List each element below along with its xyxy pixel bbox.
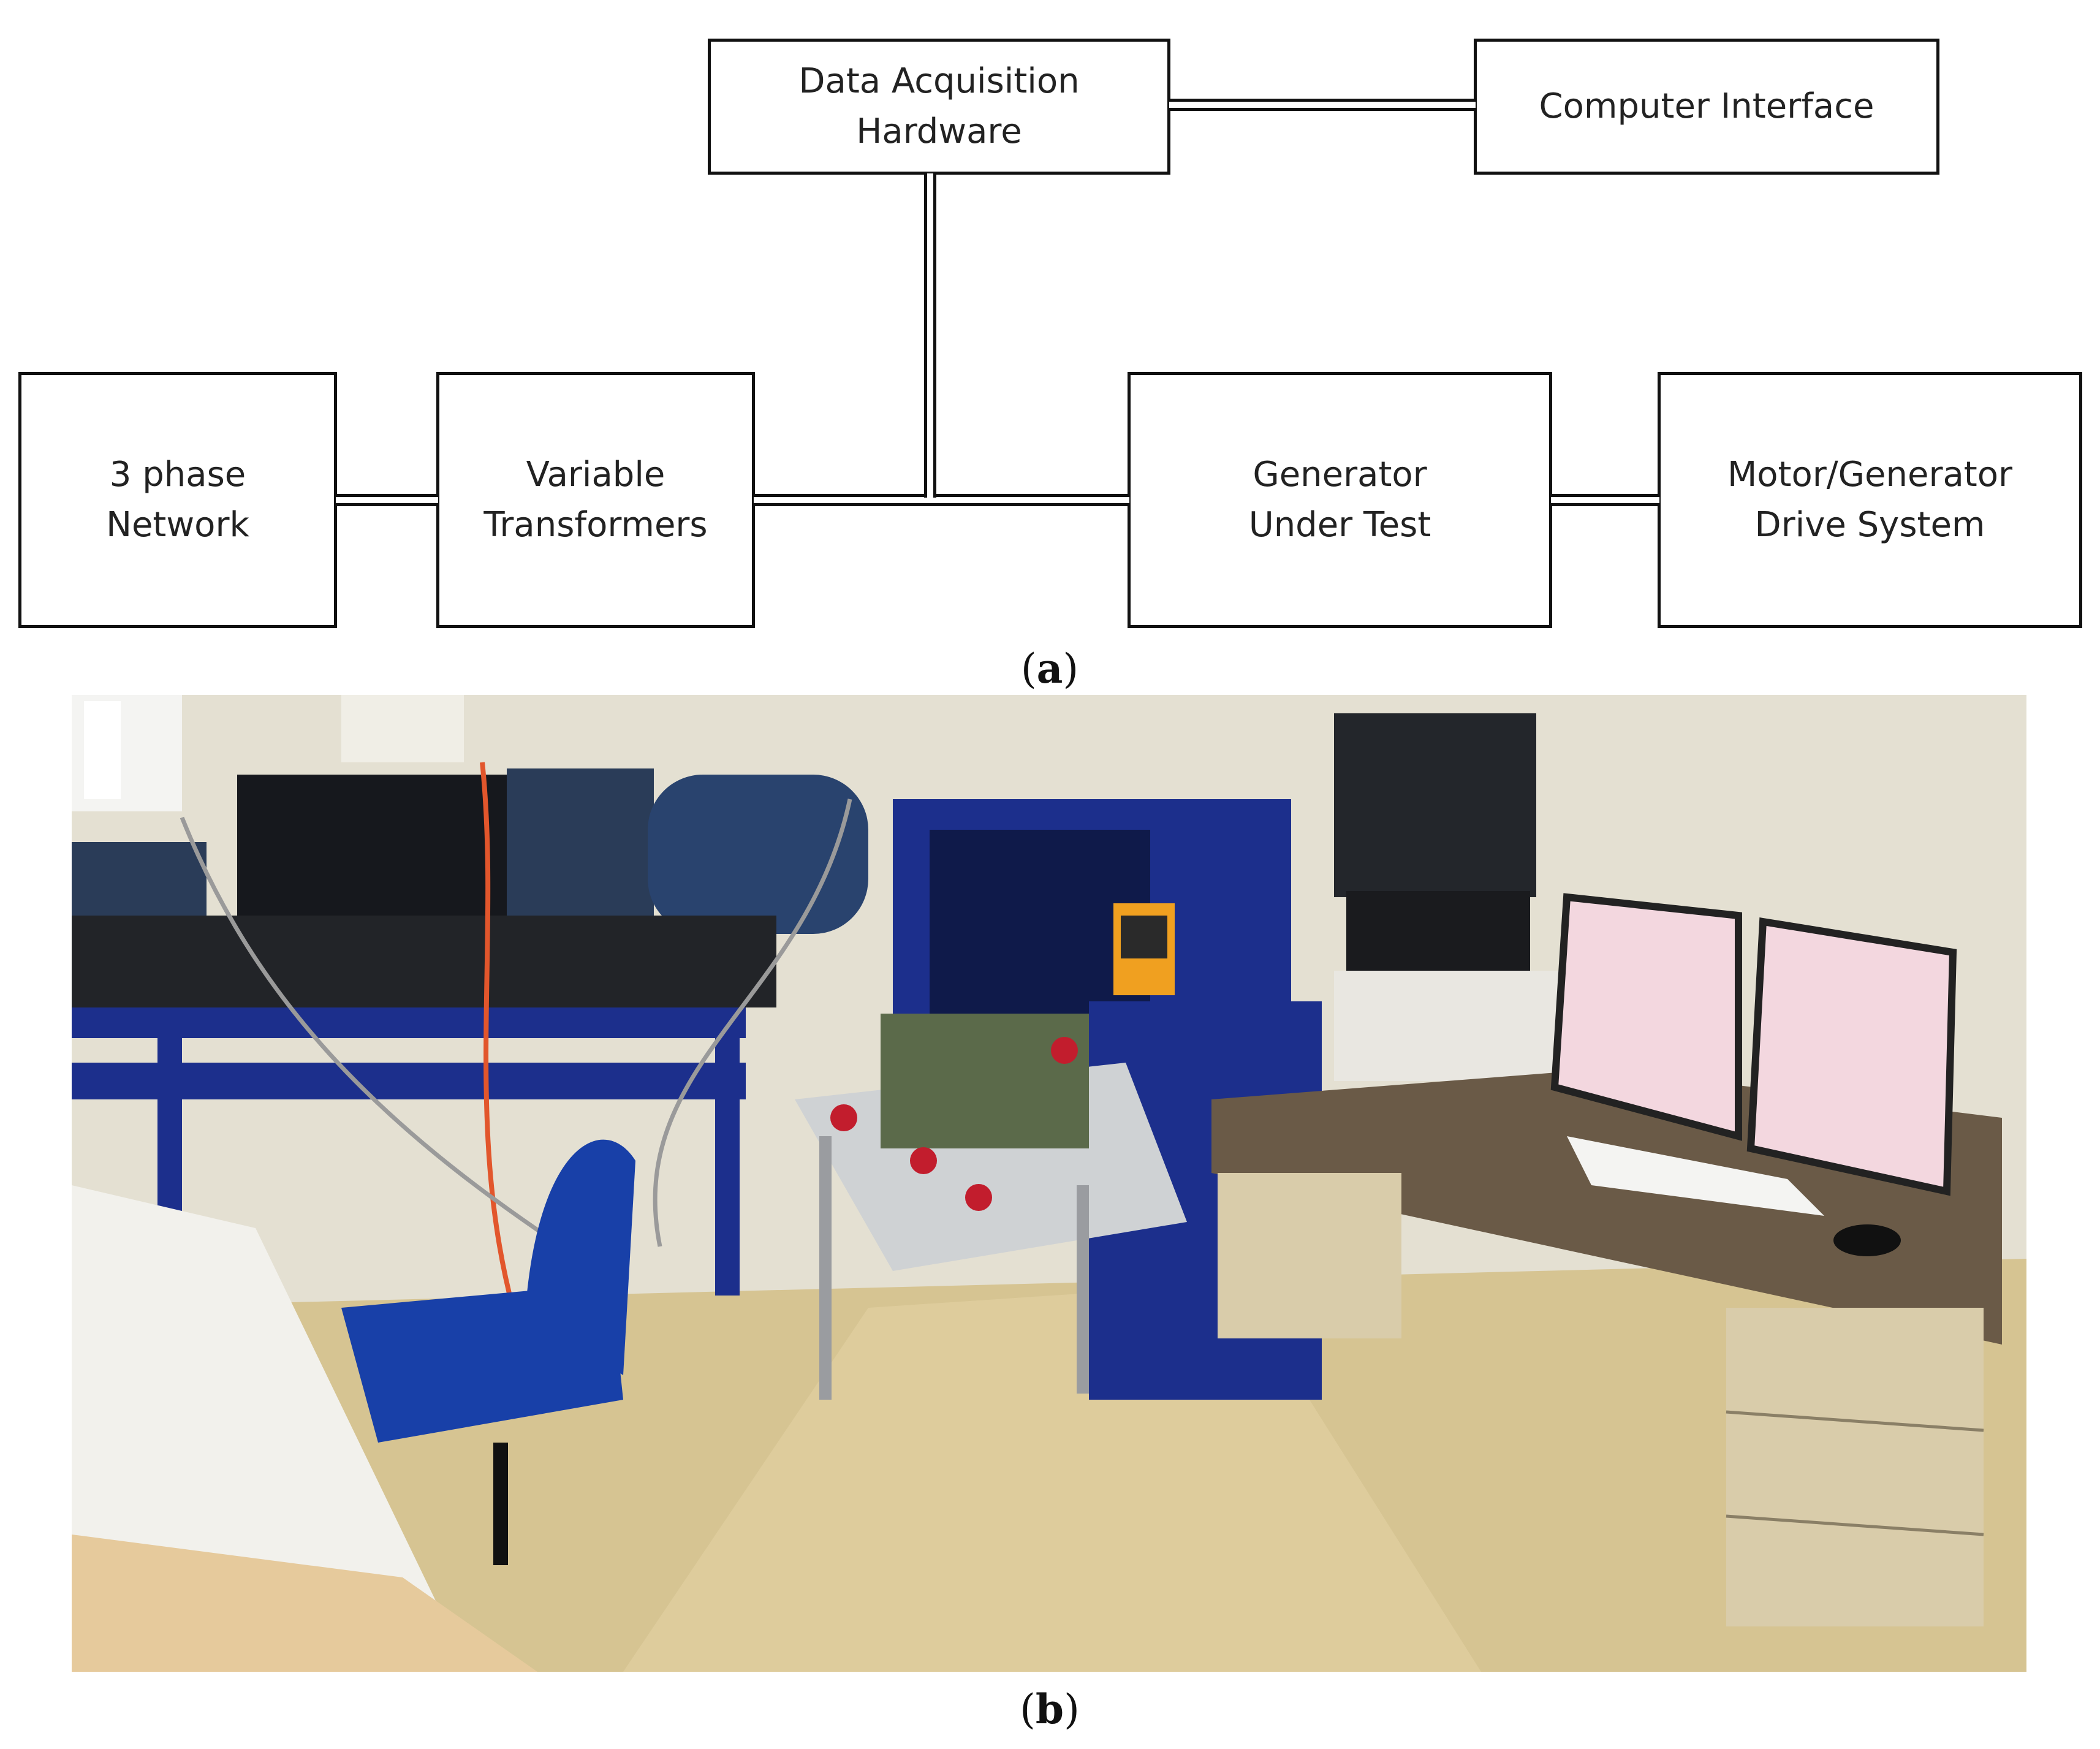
computer-interface-block: Computer Interface (1474, 39, 1939, 175)
daq-chassis (1334, 971, 1561, 1081)
generator-under-test-label: Generator Under Test (1248, 455, 1431, 545)
caption-a-letter: a (1036, 645, 1063, 692)
daq-case (1346, 891, 1530, 971)
red-clamp-3 (965, 1184, 992, 1211)
red-clamp-1 (830, 1104, 857, 1131)
caption-a: (a) (1020, 645, 1079, 692)
drawer-divider-2 (1726, 1514, 1984, 1536)
motor-generator-drive-system-block: Motor/Generator Drive System (1658, 372, 2082, 628)
blue-frame-rail (72, 1063, 746, 1099)
lab-setup-photo-drawing (72, 695, 2026, 1672)
connector-transformers-generator (754, 494, 1129, 506)
drive-motor (72, 842, 207, 922)
monitor-left-bezel (1550, 893, 1742, 1141)
data-acquisition-hardware-label: Data Acquisition Hardware (798, 61, 1080, 151)
mouse (1833, 1224, 1901, 1256)
chair-seat (341, 1283, 623, 1443)
grey-cable-1 (180, 816, 563, 1248)
motor-body (507, 768, 654, 928)
bench-base (72, 916, 776, 1007)
grey-cable-2 (653, 799, 852, 1247)
shelf (341, 695, 464, 762)
desk-drawer (1218, 1173, 1401, 1338)
breaker-panel (881, 1014, 1089, 1148)
wooden-desk-corner (72, 1535, 537, 1672)
connector-generator-drive (1551, 494, 1659, 506)
red-clamp-2 (910, 1147, 937, 1174)
frame-leg-right (715, 1014, 740, 1296)
motor-generator-drive-system-label: Motor/Generator Drive System (1727, 455, 2013, 545)
data-acquisition-hardware-block: Data Acquisition Hardware (708, 39, 1170, 175)
computer-interface-label: Computer Interface (1539, 86, 1874, 126)
three-phase-network-label: 3 phase Network (106, 455, 249, 545)
red-clamp-4 (1051, 1037, 1078, 1064)
connector-daq-bus (924, 173, 936, 498)
window-pane (84, 701, 121, 799)
monitor-right-bezel (1746, 917, 1957, 1196)
monitor-right (1751, 922, 1953, 1191)
table-leg-2 (1077, 1185, 1089, 1394)
lab-setup-photo (72, 695, 2026, 1672)
daq-case-lid (1334, 713, 1536, 897)
connector-daq-computer (1169, 99, 1476, 111)
caption-b: (b) (1020, 1685, 1080, 1733)
desk-drawer-stack (1726, 1308, 1984, 1626)
orange-cable (480, 762, 515, 1309)
motor-cylinder (648, 775, 868, 934)
multimeter-screen (1121, 916, 1167, 958)
keyboard (1567, 1136, 1824, 1216)
drawer-divider-1 (1726, 1410, 1984, 1432)
monitor-left (1555, 897, 1738, 1136)
table-leg-1 (819, 1136, 832, 1400)
variable-transformers-label: Variable Transformers (483, 455, 708, 545)
variable-transformers-block: Variable Transformers (436, 372, 755, 628)
connector-network-transformers (336, 494, 438, 506)
three-phase-network-block: 3 phase Network (18, 372, 337, 628)
caption-b-letter: b (1035, 1685, 1064, 1733)
generator-under-test-block: Generator Under Test (1128, 372, 1552, 628)
